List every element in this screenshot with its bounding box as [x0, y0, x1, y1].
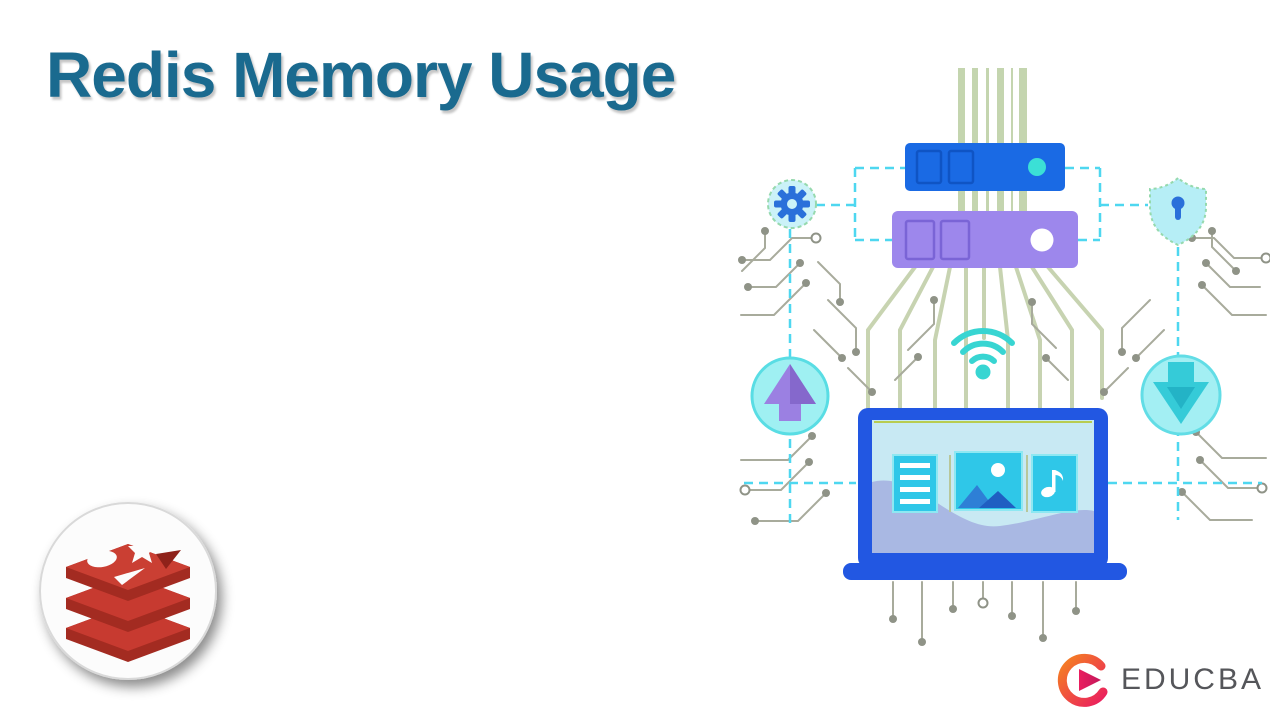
music-note-icon	[1031, 454, 1078, 513]
arrow-up-icon	[750, 356, 830, 436]
document-icon	[892, 454, 938, 513]
page-title: Redis Memory Usage	[46, 39, 676, 111]
server-rack-blue-icon	[905, 143, 1065, 191]
circuit-traces	[740, 230, 1267, 639]
circuit-bus-bars	[958, 68, 1027, 212]
redis-logo	[39, 502, 217, 680]
redis-stack-icon	[66, 537, 190, 662]
gear-icon	[767, 179, 817, 229]
server-rack-purple-icon	[892, 211, 1078, 268]
educba-play-icon	[1057, 653, 1108, 707]
server-network-illustration	[738, 68, 1270, 646]
educba-wordmark: EDUCBA	[1120, 663, 1264, 696]
wifi-icon	[951, 328, 1015, 380]
educba-brand: EDUCBA	[1057, 652, 1264, 708]
circuit-rings	[739, 232, 1270, 609]
arrow-down-icon	[1140, 354, 1222, 436]
laptop-icon	[843, 408, 1127, 580]
shield-lock-icon	[1149, 176, 1207, 247]
circuit-dots	[738, 227, 1240, 646]
image-icon	[954, 451, 1023, 511]
circuit-fan-lines	[866, 265, 1104, 410]
